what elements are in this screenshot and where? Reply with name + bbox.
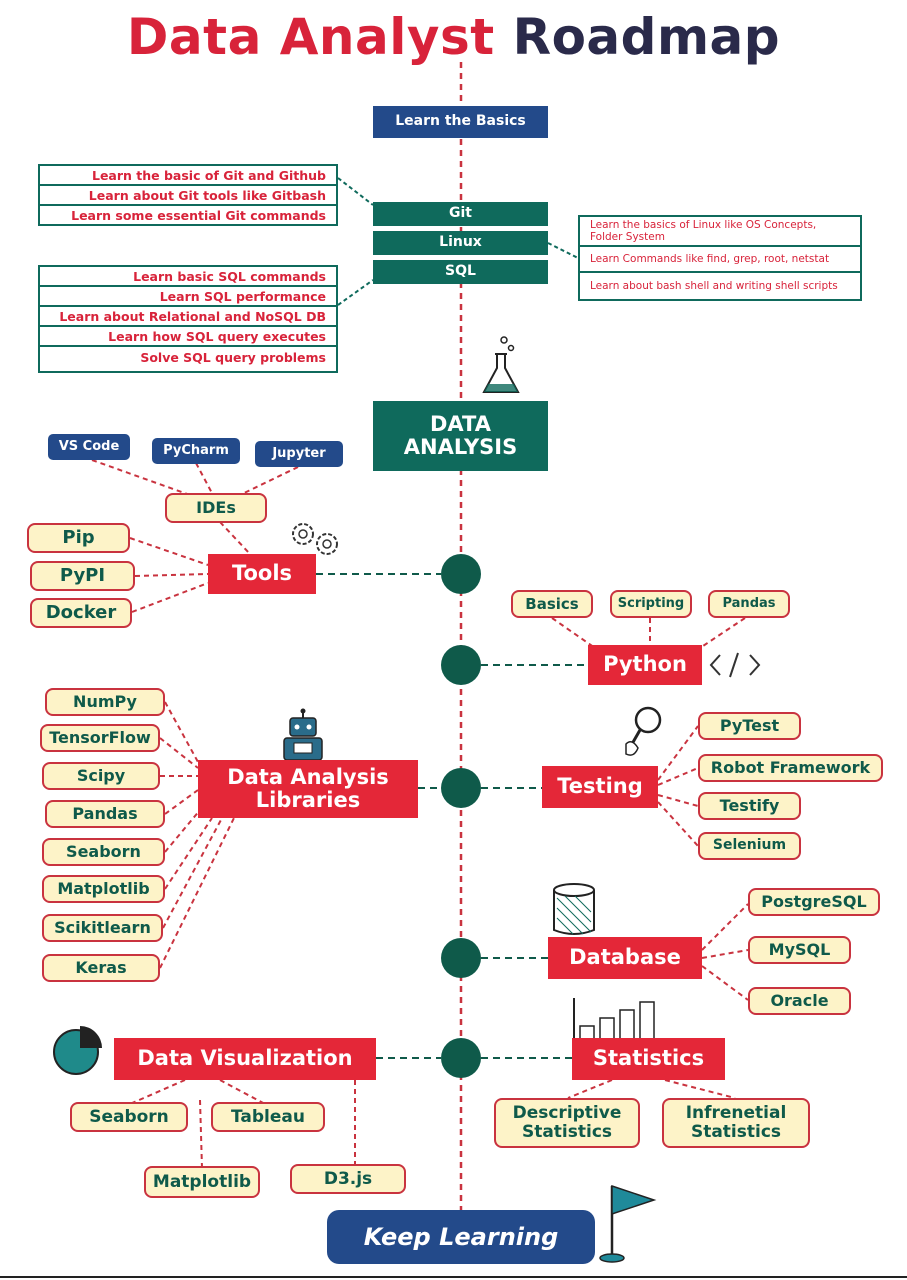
- milestone-dot: [441, 768, 481, 808]
- flag-icon: [599, 1184, 657, 1263]
- data-analysis-line2: ANALYSIS: [403, 435, 518, 459]
- page-title: Data Analyst Roadmap: [0, 8, 907, 66]
- list-item: Learn the basics of Linux like OS Concep…: [580, 217, 860, 247]
- milestone-dot: [441, 938, 481, 978]
- libraries-label-line2: Libraries: [255, 788, 361, 812]
- list-item: Learn how SQL query executes: [40, 327, 336, 347]
- testing-item-testify: Testify: [698, 792, 801, 820]
- database-box: Database: [548, 937, 702, 979]
- list-item: Learn about Git tools like Gitbash: [40, 186, 336, 206]
- milestone-dot: [441, 1038, 481, 1078]
- magnifier-icon: [625, 706, 662, 756]
- linux-box: Linux: [373, 231, 548, 255]
- learn-basics-box: Learn the Basics: [373, 106, 548, 138]
- list-item: Learn some essential Git commands: [71, 207, 326, 223]
- library-item-scikitlearn: Scikitlearn: [42, 914, 163, 942]
- testing-box: Testing: [542, 766, 658, 808]
- visualization-item-matplotlib: Matplotlib: [144, 1166, 260, 1198]
- database-item-oracle: Oracle: [748, 987, 851, 1015]
- libraries-box: Data Analysis Libraries: [198, 760, 418, 818]
- libraries-label-line1: Data Analysis: [227, 764, 389, 789]
- tools-box: Tools: [208, 554, 316, 594]
- statistics-item-inferential: Infrenetial Statistics: [662, 1098, 810, 1148]
- visualization-item-seaborn: Seaborn: [70, 1102, 188, 1132]
- database-icon: [553, 883, 595, 935]
- git-topics-list: Learn the basic of Git and Github Learn …: [38, 164, 338, 226]
- testing-item-pytest: PyTest: [698, 712, 801, 740]
- python-item-scripting: Scripting: [610, 590, 692, 618]
- bar-chart-icon: [573, 998, 666, 1041]
- list-item: Learn basic SQL commands: [40, 267, 336, 287]
- library-item-keras: Keras: [42, 954, 160, 982]
- title-part1: Data Analyst: [126, 8, 495, 66]
- database-item-mysql: MySQL: [748, 936, 851, 964]
- linux-topics-list: Learn the basics of Linux like OS Concep…: [578, 215, 862, 301]
- data-analysis-line1: DATA: [429, 411, 491, 436]
- pie-chart-icon: [53, 1026, 102, 1075]
- testing-item-robot-framework: Robot Framework: [698, 754, 883, 782]
- flask-icon: [482, 336, 520, 393]
- list-item: Learn SQL performance: [40, 287, 336, 307]
- robot-icon: [283, 708, 323, 761]
- list-item: Solve SQL query problems: [140, 349, 326, 365]
- library-item-scipy: Scipy: [42, 762, 160, 790]
- library-item-pandas: Pandas: [45, 800, 165, 828]
- visualization-item-d3js: D3.js: [290, 1164, 406, 1194]
- git-box: Git: [373, 202, 548, 226]
- code-icon: [709, 652, 761, 678]
- gears-icon: [292, 523, 338, 555]
- ides-pill: IDEs: [165, 493, 267, 523]
- visualization-box: Data Visualization: [114, 1038, 376, 1080]
- list-item: Learn the basic of Git and Github: [40, 166, 336, 186]
- python-item-pandas: Pandas: [708, 590, 790, 618]
- statistics-item-descriptive: Descriptive Statistics: [494, 1098, 640, 1148]
- tools-item-pip: Pip: [27, 523, 130, 553]
- bottom-divider: [0, 1276, 907, 1278]
- sql-box: SQL: [373, 260, 548, 284]
- milestone-dot: [441, 645, 481, 685]
- ide-tag-pycharm: PyCharm: [152, 438, 240, 464]
- visualization-item-tableau: Tableau: [211, 1102, 325, 1132]
- tools-item-pypi: PyPI: [30, 561, 135, 591]
- python-item-basics: Basics: [511, 590, 593, 618]
- library-item-matplotlib: Matplotlib: [42, 875, 165, 903]
- keep-learning-banner: Keep Learning: [327, 1210, 595, 1264]
- python-box: Python: [588, 645, 702, 685]
- statistics-box: Statistics: [572, 1038, 725, 1080]
- sql-topics-list: Learn basic SQL commands Learn SQL perfo…: [38, 265, 338, 373]
- database-item-postgresql: PostgreSQL: [748, 888, 880, 916]
- library-item-tensorflow: TensorFlow: [40, 724, 160, 752]
- data-analysis-box: DATA ANALYSIS: [373, 401, 548, 471]
- list-item: Learn about bash shell and writing shell…: [590, 280, 838, 292]
- ide-tag-vscode: VS Code: [48, 434, 130, 460]
- title-part2: Roadmap: [512, 8, 781, 66]
- list-item: Learn about Relational and NoSQL DB: [40, 307, 336, 327]
- milestone-dot: [441, 554, 481, 594]
- ide-tag-jupyter: Jupyter: [255, 441, 343, 467]
- testing-item-selenium: Selenium: [698, 832, 801, 860]
- list-item: Learn Commands like find, grep, root, ne…: [580, 247, 860, 273]
- library-item-numpy: NumPy: [45, 688, 165, 716]
- library-item-seaborn: Seaborn: [42, 838, 165, 866]
- tools-item-docker: Docker: [30, 598, 132, 628]
